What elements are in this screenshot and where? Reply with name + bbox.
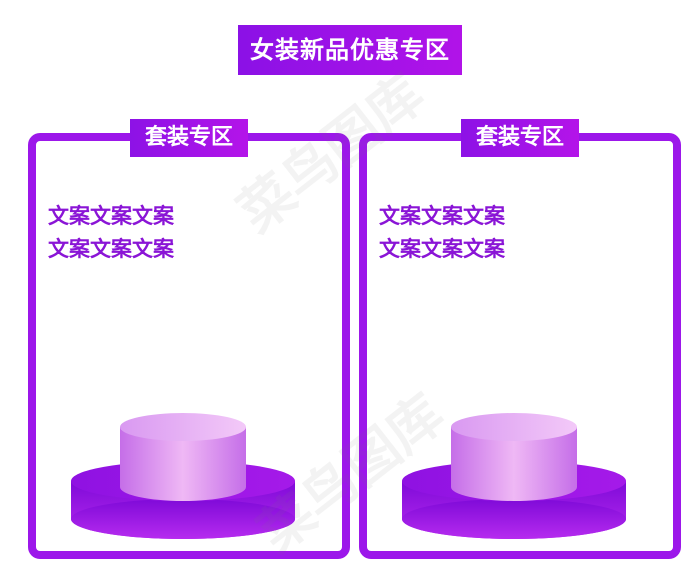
page-title: 女装新品优惠专区 — [238, 25, 462, 75]
copy-text-line-2: 文案文案文案 — [379, 237, 505, 261]
panel-tab-left: 套装专区 — [130, 119, 248, 157]
copy-text-line-2: 文案文案文案 — [48, 237, 174, 261]
copy-text-line-1: 文案文案文案 — [48, 204, 174, 228]
copy-text-line-1: 文案文案文案 — [379, 204, 505, 228]
panel-left: 套装专区 文案文案文案 文案文案文案 — [28, 119, 350, 559]
podium-left — [68, 409, 298, 539]
podium-right — [399, 409, 629, 539]
panel-tab-right: 套装专区 — [461, 119, 579, 157]
panel-right: 套装专区 文案文案文案 文案文案文案 — [359, 119, 681, 559]
